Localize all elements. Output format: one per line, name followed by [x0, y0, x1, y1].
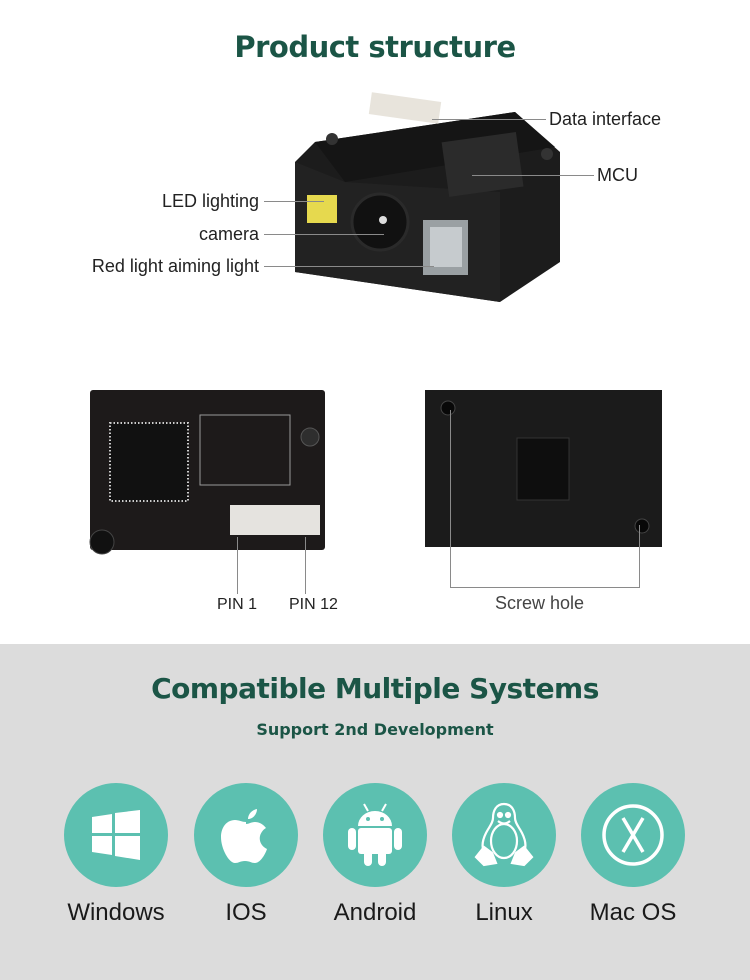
os-item-macos: Mac OS [581, 783, 685, 927]
compat-subtitle: Support 2nd Development [256, 720, 494, 739]
macos-x-icon [581, 783, 685, 887]
callout-line-screw-bottom [450, 587, 640, 588]
os-label: Windows [67, 899, 165, 926]
apple-icon [194, 783, 298, 887]
callout-line-pin12 [305, 537, 306, 594]
product-structure-section: Product structure Data interface MCU LED… [89, 30, 662, 613]
os-label: Mac OS [589, 899, 677, 926]
os-label: IOS [225, 899, 267, 926]
callout-line-screw-left [450, 410, 451, 587]
callout-line-mcu [472, 175, 594, 176]
callout-line-data-interface [432, 119, 546, 120]
os-item-linux: Linux [452, 783, 556, 927]
label-data-interface: Data interface [549, 109, 662, 129]
label-mcu: MCU [597, 165, 638, 185]
callout-line-aiming [264, 266, 434, 267]
callout-line-led [264, 201, 324, 202]
os-item-ios: IOS [194, 783, 298, 927]
pcb-back-image [89, 390, 325, 555]
os-item-android: Android [323, 783, 427, 927]
os-item-windows: Windows [64, 783, 168, 927]
callout-line-camera [264, 234, 384, 235]
os-label: Android [333, 899, 417, 926]
compat-title: Compatible Multiple Systems [151, 672, 599, 705]
callout-line-screw-right [639, 525, 640, 587]
label-camera: camera [198, 224, 259, 244]
os-label: Linux [475, 899, 533, 926]
android-icon [323, 783, 427, 887]
scanner-module-image [295, 92, 560, 302]
callout-line-pin1 [237, 537, 238, 594]
windows-icon [64, 783, 168, 887]
label-screw-hole: Screw hole [495, 593, 585, 613]
section-title: Product structure [234, 30, 516, 64]
label-pin-1: PIN 1 [217, 596, 258, 613]
label-aiming-light: Red light aiming light [91, 256, 259, 276]
housing-bottom-image [425, 390, 662, 547]
linux-tux-icon [452, 783, 556, 887]
label-pin-12: PIN 12 [289, 596, 338, 613]
label-led-lighting: LED lighting [161, 191, 259, 211]
